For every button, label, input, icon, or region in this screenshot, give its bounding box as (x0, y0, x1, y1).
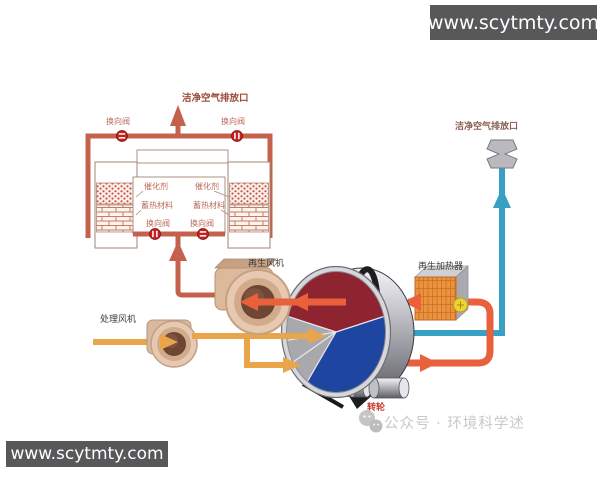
process-fan-label: 处理风机 (100, 315, 137, 325)
wechat-watermark: 公众号 · 环境科学述 (384, 416, 525, 432)
reversing-valve-label: 换向阀 (190, 219, 214, 228)
regen-fan-label: 再生风机 (248, 259, 285, 269)
rotor-face (280, 265, 392, 399)
heat-storage-bed-right (229, 204, 269, 233)
rto-unit (85, 105, 273, 298)
reversing-valve-label: 换向阀 (146, 219, 170, 228)
clean-air-line (398, 139, 518, 336)
up-arrow-icon (170, 105, 186, 126)
reversing-valve-label: 换向阀 (221, 117, 245, 126)
desorption-air-line (240, 293, 346, 311)
website-watermark-top: www.scytmty.com (428, 5, 599, 40)
reversing-valve-icon (149, 228, 161, 240)
label-leader-lines (135, 190, 230, 233)
right-arrow-icon (160, 334, 178, 350)
heat-storage-label: 蓄热材料 (193, 201, 225, 210)
adsorption-sector (306, 315, 388, 395)
rto-clean-air-outlet-label: 洁净空气排放口 (182, 93, 249, 104)
left-arrow-icon (403, 293, 421, 311)
regen-heater-label: 再生加热器 (418, 262, 464, 272)
fan-to-rto-pipe (175, 234, 218, 298)
reversing-valve-icon (116, 130, 128, 142)
rto-top-plenum (136, 149, 229, 164)
left-arrow-icon (290, 293, 308, 311)
catalyst-label: 催化剂 (195, 182, 219, 191)
right-arrow-icon (283, 357, 301, 373)
heat-storage-label: 蓄热材料 (141, 201, 173, 210)
right-arrow-icon (420, 354, 438, 372)
catalyst-label: 催化剂 (144, 182, 168, 191)
wechat-logo-icon (359, 410, 383, 433)
regen-heater (414, 265, 469, 321)
discharge-silencer-icon (486, 139, 518, 169)
rotor-label: 转轮 (367, 403, 386, 413)
process-air-line (93, 319, 326, 373)
regen-loop (398, 265, 494, 372)
heat-storage-bed-left (96, 204, 136, 233)
reversing-valve-icon (231, 130, 243, 142)
rotor-clean-air-outlet-label: 洁净空气排放口 (455, 122, 519, 132)
right-arrow-icon (308, 328, 326, 344)
up-arrow-icon (493, 188, 511, 208)
catalyst-bed-right (229, 182, 269, 205)
website-watermark-bottom: www.scytmty.com (6, 441, 168, 467)
catalyst-bed-left (96, 182, 136, 205)
reversing-valve-label: 换向阀 (106, 117, 130, 126)
up-arrow-icon (169, 241, 187, 261)
reversing-valve-icon (197, 228, 209, 240)
left-arrow-icon (240, 293, 258, 311)
